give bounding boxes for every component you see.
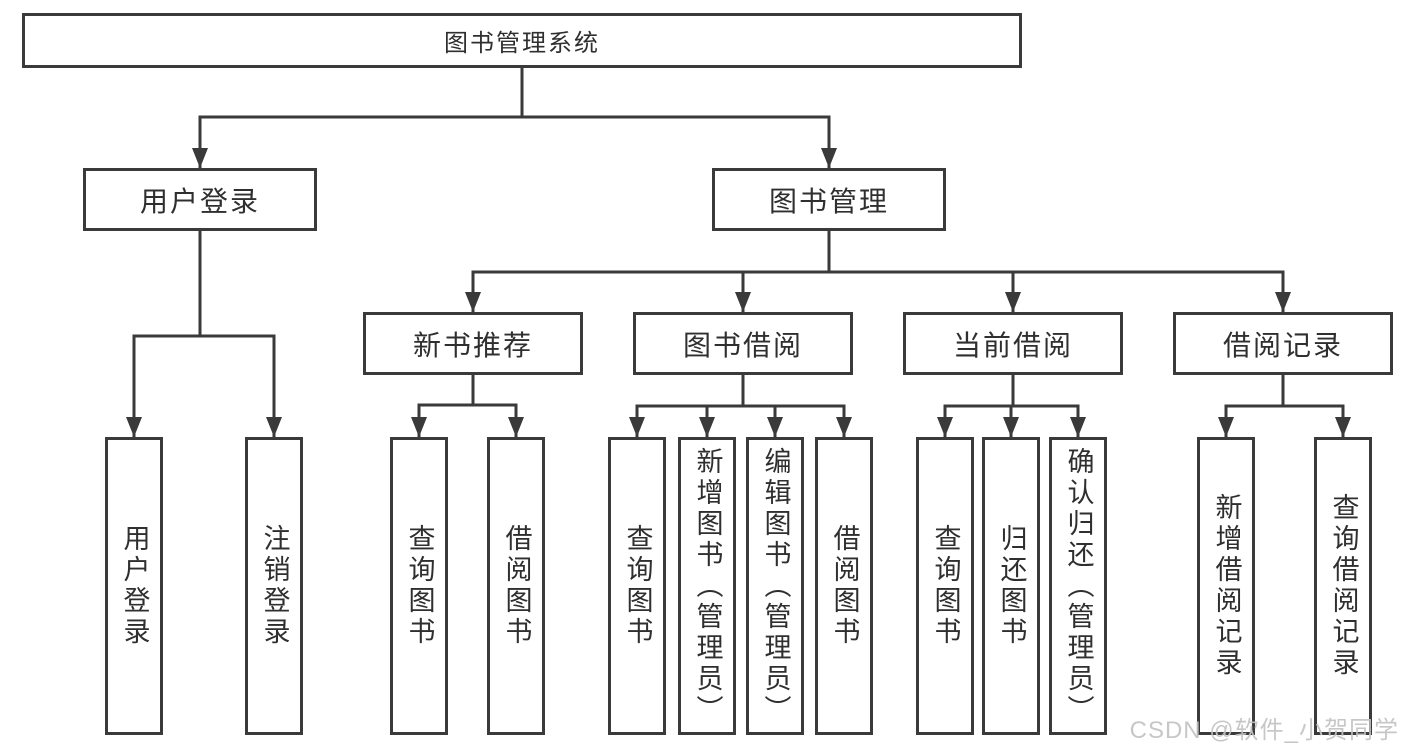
leaf-return-book: 归还图书 <box>982 437 1040 735</box>
arrow-down-icon <box>767 417 783 437</box>
node-label: 当前借阅 <box>952 329 1073 361</box>
node-label: 用户登录 <box>139 185 260 217</box>
leaf-query-books-recommend: 查询图书 <box>390 437 448 735</box>
node-root-system: 图书管理系统 <box>22 13 1022 68</box>
node-label: 确认归还（管理员） <box>1063 446 1094 726</box>
node-label: 图书管理系统 <box>444 30 600 57</box>
arrow-down-icon <box>411 417 427 437</box>
node-book-borrow: 图书借阅 <box>633 312 853 375</box>
node-label: 编辑图书（管理员） <box>760 446 791 726</box>
leaf-logout: 注销登录 <box>245 437 303 735</box>
connector-root-to-branches <box>198 68 831 168</box>
leaf-query-books-current: 查询图书 <box>916 437 974 735</box>
leaf-confirm-return-admin: 确认归还（管理员） <box>1049 437 1107 735</box>
leaf-add-borrow-record: 新增借阅记录 <box>1197 437 1255 735</box>
leaf-user-login: 用户登录 <box>105 437 163 735</box>
leaf-edit-book-admin: 编辑图书（管理员） <box>746 437 804 735</box>
node-label: 归还图书 <box>996 524 1027 648</box>
node-borrow-record: 借阅记录 <box>1173 312 1393 375</box>
node-label: 借阅记录 <box>1222 329 1343 361</box>
connector-new-book-split <box>417 375 518 437</box>
leaf-borrow-books-recommend: 借阅图书 <box>487 437 545 735</box>
connector-book-mgmt-split <box>471 231 1285 312</box>
connector-record-split <box>1224 375 1345 437</box>
leaf-borrow-books: 借阅图书 <box>815 437 873 735</box>
node-label: 新增借阅记录 <box>1211 493 1242 679</box>
arrow-down-icon <box>699 417 715 437</box>
arrow-down-icon <box>836 417 852 437</box>
connector-borrow-split <box>635 375 846 437</box>
node-label: 新增图书（管理员） <box>692 446 723 726</box>
arrow-down-icon <box>1070 417 1086 437</box>
node-label: 查询借阅记录 <box>1328 493 1359 679</box>
node-label: 新书推荐 <box>412 329 533 361</box>
node-label: 图书借阅 <box>682 329 803 361</box>
arrow-down-icon <box>192 148 208 168</box>
arrow-down-icon <box>266 417 282 437</box>
arrow-down-icon <box>821 148 837 168</box>
node-book-management-branch: 图书管理 <box>712 168 946 231</box>
node-user-login-branch: 用户登录 <box>83 168 317 231</box>
leaf-query-books-borrow: 查询图书 <box>608 437 666 735</box>
node-label: 查询图书 <box>622 524 653 648</box>
arrow-down-icon <box>465 292 481 312</box>
leaf-query-borrow-record: 查询借阅记录 <box>1314 437 1372 735</box>
node-new-book-recommend: 新书推荐 <box>363 312 583 375</box>
arrow-down-icon <box>1218 417 1234 437</box>
arrow-down-icon <box>508 417 524 437</box>
arrow-down-icon <box>1003 417 1019 437</box>
node-label: 查询图书 <box>404 524 435 648</box>
node-label: 借阅图书 <box>501 524 532 648</box>
arrow-down-icon <box>1335 417 1351 437</box>
node-label: 注销登录 <box>259 524 290 648</box>
node-label: 用户登录 <box>119 524 150 648</box>
leaf-add-book-admin: 新增图书（管理员） <box>678 437 736 735</box>
arrow-down-icon <box>126 417 142 437</box>
node-label: 查询图书 <box>930 524 961 648</box>
node-label: 图书管理 <box>768 185 889 217</box>
arrow-down-icon <box>1275 292 1291 312</box>
arrow-down-icon <box>1005 292 1021 312</box>
connector-user-login-split <box>132 231 276 437</box>
arrow-down-icon <box>937 417 953 437</box>
node-current-borrow: 当前借阅 <box>903 312 1123 375</box>
node-label: 借阅图书 <box>829 524 860 648</box>
arrow-down-icon <box>735 292 751 312</box>
arrow-down-icon <box>629 417 645 437</box>
